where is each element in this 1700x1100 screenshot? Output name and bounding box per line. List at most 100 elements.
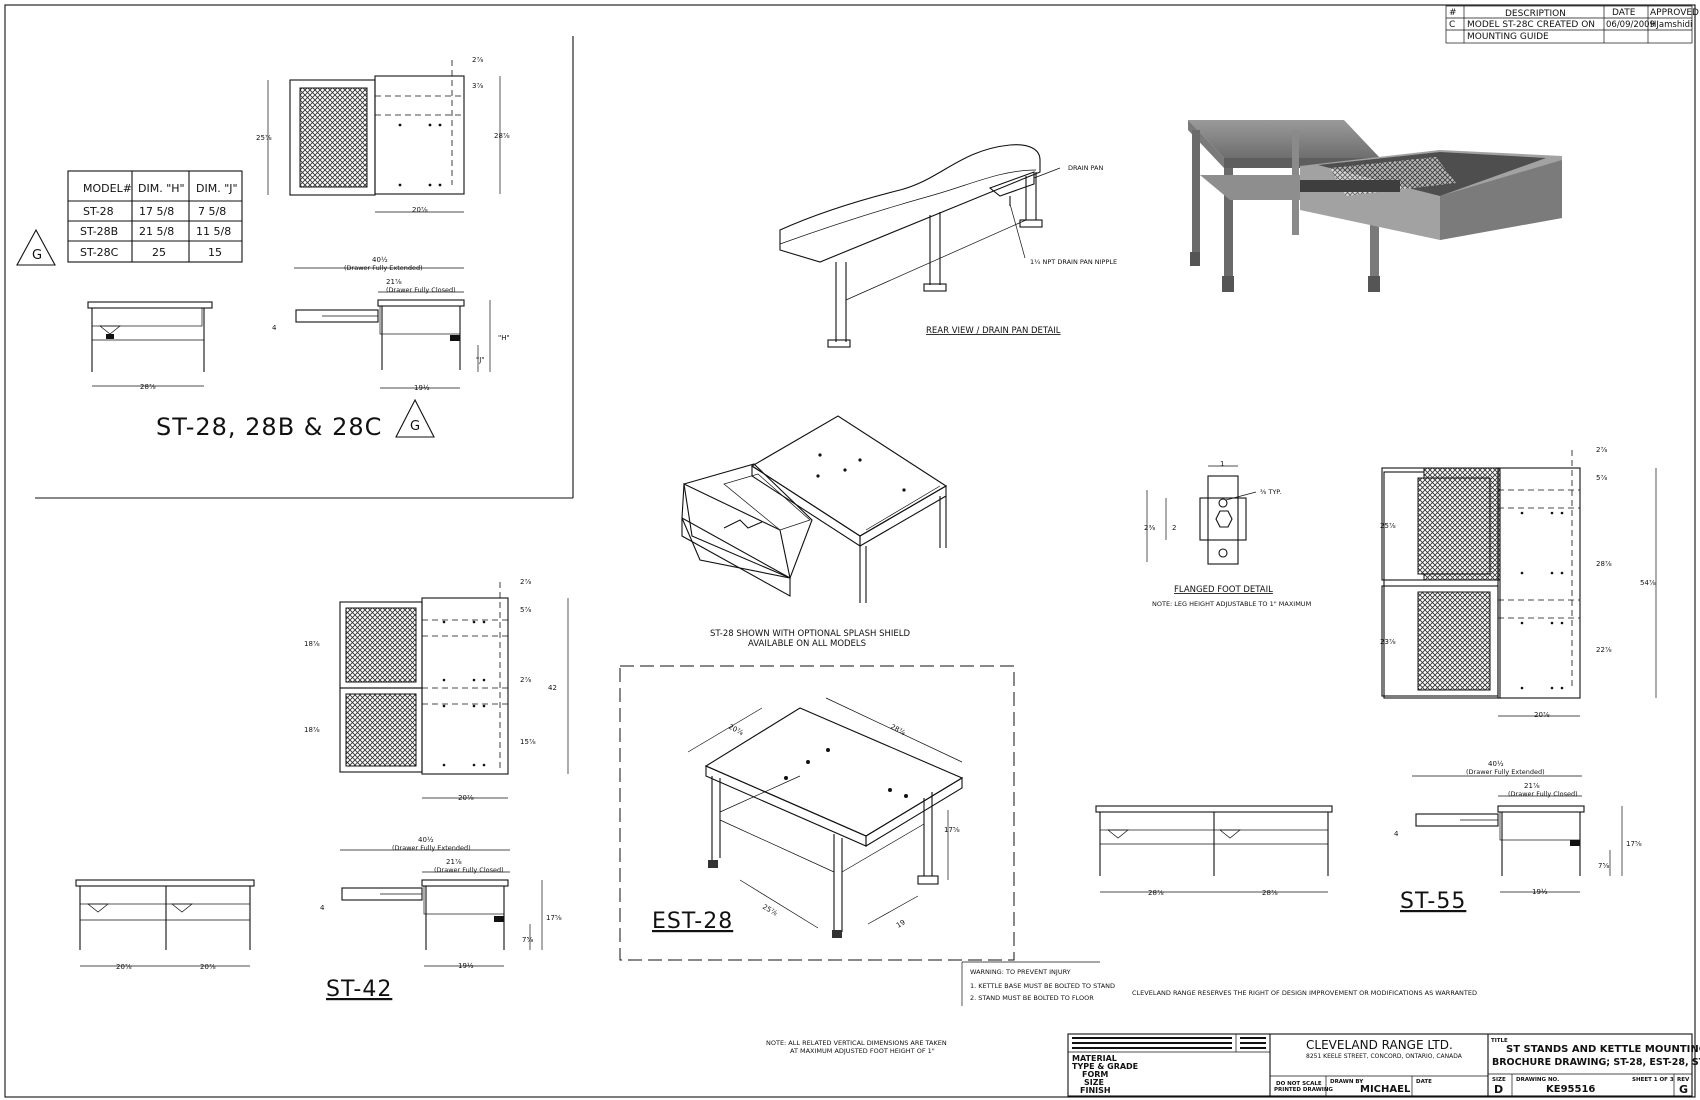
dim-label: 25⅞	[1380, 522, 1396, 530]
reserve-note: CLEVELAND RANGE RESERVES THE RIGHT OF DE…	[1132, 989, 1477, 997]
dim-label: 28⅞	[494, 132, 510, 140]
dim-table-cell: ST-28B	[80, 225, 118, 238]
dim-table-cell: 21 5/8	[139, 225, 174, 238]
bottom-note-line2: AT MAXIMUM ADJUSTED FOOT HEIGHT OF 1"	[790, 1047, 935, 1055]
splash-caption-line2: AVAILABLE ON ALL MODELS	[748, 639, 866, 649]
drain-pan-label: DRAIN PAN	[1068, 164, 1104, 172]
revision-block: # DESCRIPTION DATE APPROVED C MODEL ST-2…	[1445, 5, 1699, 44]
foot-dim-a: 2⅜	[1144, 524, 1155, 532]
dim-label: 15⅞	[520, 738, 536, 746]
dim-label: 28⅞	[1596, 560, 1612, 568]
dim-label: 40½	[372, 256, 388, 264]
dim-label: 3⅞	[472, 82, 483, 90]
dim-table-cell: ST-28	[83, 205, 114, 218]
dim-label: 20⅞	[200, 963, 216, 971]
rev-header-date: DATE	[1612, 8, 1636, 18]
dim-label: 20⅞	[727, 723, 745, 738]
dim-table-cell: ST-28C	[80, 246, 119, 259]
dim-label: 19½	[1532, 888, 1548, 896]
st55-title: ST-55	[1400, 889, 1466, 914]
dim-label: 2⅞	[472, 56, 483, 64]
rear-view-title: REAR VIEW / DRAIN PAN DETAIL	[926, 326, 1061, 336]
dim-label: (Drawer Fully Extended)	[1466, 768, 1545, 776]
rev-row1-date: 06/09/2009	[1606, 20, 1655, 30]
dim-label: 17⅝	[944, 826, 960, 834]
dim-label: 5⅞	[520, 606, 531, 614]
dim-table-cell: 25	[152, 246, 166, 259]
warning-item-2: 2. STAND MUST BE BOLTED TO FLOOR	[970, 994, 1094, 1002]
st42-title: ST-42	[326, 977, 392, 1002]
dim-label: (Drawer Fully Closed)	[386, 286, 456, 294]
bottom-note-line1: NOTE: ALL RELATED VERTICAL DIMENSIONS AR…	[766, 1039, 947, 1047]
title-block: MATERIAL TYPE & GRADE FORM SIZE FINISH C…	[1067, 1033, 1700, 1097]
dim-label: (Drawer Fully Closed)	[1508, 790, 1578, 798]
dim-label: 40½	[1488, 760, 1504, 768]
st28-section: G MODEL# DIM. "H" DIM. "J" ST-28 17 5/8 …	[16, 36, 574, 499]
rev-header-desc: DESCRIPTION	[1505, 9, 1566, 19]
dim-label: 20⅞	[412, 206, 428, 214]
tb-material: MATERIAL	[1072, 1054, 1117, 1063]
tb-date-label: DATE	[1416, 1079, 1432, 1085]
dim-label: 28⅞	[1148, 889, 1164, 897]
dim-label: 20⅞	[458, 794, 474, 802]
tb-printed: PRINTED DRAWING	[1274, 1087, 1333, 1093]
dim-label: 54⅞	[1640, 579, 1656, 587]
dim-label: 4	[320, 904, 325, 912]
st28-revision-triangle	[395, 398, 435, 438]
revision-triangle	[16, 228, 56, 266]
st42-side-view: 40½ (Drawer Fully Extended) 21⅞ (Drawer …	[320, 836, 562, 1002]
tb-size: SIZE	[1084, 1078, 1104, 1087]
st55-plan-view: 25⅞ 23⅞ 54⅞ 2⅞ 5⅞ 28⅞ 22⅞ 20⅞	[1380, 446, 1657, 719]
flanged-foot-note: NOTE: LEG HEIGHT ADJUSTABLE TO 1" MAXIMU…	[1152, 600, 1311, 608]
tb-drawing-no: KE95516	[1546, 1084, 1595, 1095]
dim-label: 17⅝	[546, 914, 562, 922]
st28-plan-view: 25⅞ 28⅞ 2⅞ 3⅞ 20⅞	[256, 56, 510, 214]
dim-label: "H"	[498, 334, 510, 342]
dim-label: 19½	[458, 962, 474, 970]
tb-rev-label: REV	[1677, 1077, 1690, 1083]
tb-finish: FINISH	[1080, 1086, 1111, 1095]
rev-row1-num: C	[1449, 20, 1455, 30]
foot-dim-b: 2	[1172, 524, 1176, 532]
dim-label: 42	[548, 684, 557, 692]
tb-sheet: SHEET 1 OF 3	[1632, 1077, 1674, 1083]
dim-table-cell: 17 5/8	[139, 205, 174, 218]
dim-label: 7⅝	[522, 936, 533, 944]
rev-row2-desc: MOUNTING GUIDE	[1467, 32, 1549, 42]
warning-box: WARNING: TO PREVENT INJURY 1. KETTLE BAS…	[961, 961, 1115, 1006]
rev-row1-desc: MODEL ST-28C CREATED ON	[1467, 20, 1595, 30]
rev-row1-approved: HJamshidi	[1650, 20, 1692, 30]
tb-drawn-by-label: DRAWN BY	[1330, 1079, 1364, 1085]
dim-table-cell: 15	[208, 246, 222, 259]
st28-section-title: ST-28, 28B & 28C	[156, 413, 382, 441]
tb-drawn-by: MICHAEL	[1360, 1084, 1411, 1095]
dim-label: 19	[895, 918, 907, 929]
rev-header-num: #	[1449, 8, 1457, 18]
dim-label: (Drawer Fully Closed)	[434, 866, 504, 874]
dim-label: 28⅞	[140, 383, 156, 391]
dim-label: 17⅝	[1626, 840, 1642, 848]
splash-caption-line1: ST-28 SHOWN WITH OPTIONAL SPLASH SHIELD	[710, 629, 911, 639]
est28-title: EST-28	[652, 909, 733, 934]
dim-label: (Drawer Fully Extended)	[392, 844, 471, 852]
st55-side-view: 40½ (Drawer Fully Extended) 21⅞ (Drawer …	[1394, 760, 1642, 896]
dim-label: 21⅞	[386, 278, 402, 286]
dim-label: 18⅞	[304, 640, 320, 648]
dim-table-cell: 11 5/8	[196, 225, 231, 238]
dim-label: 4	[1394, 830, 1399, 838]
st55-front-view: 28⅞ 28⅞ ST-55	[1095, 805, 1466, 914]
dim-label: 19½	[414, 384, 430, 392]
dim-label: 2⅞	[1596, 446, 1607, 454]
dim-table-header-j: DIM. "J"	[196, 182, 238, 195]
dim-label: 4	[272, 324, 277, 332]
st42-plan-view: 18⅞ 18⅞ 42 2⅞ 5⅞ 2⅞ 15⅞ 20⅞	[304, 578, 569, 802]
dim-label: 2⅞	[520, 676, 531, 684]
stand-photo	[1188, 120, 1562, 292]
dim-label: 25⅞	[761, 903, 779, 918]
tb-rev-value: G	[1679, 1083, 1688, 1096]
tb-form: FORM	[1082, 1070, 1108, 1079]
dim-label: 21⅞	[1524, 782, 1540, 790]
tb-title-line2: BROCHURE DRAWING; ST-28, EST-28, ST-42, …	[1492, 1057, 1700, 1068]
tb-size-value: D	[1494, 1083, 1503, 1096]
